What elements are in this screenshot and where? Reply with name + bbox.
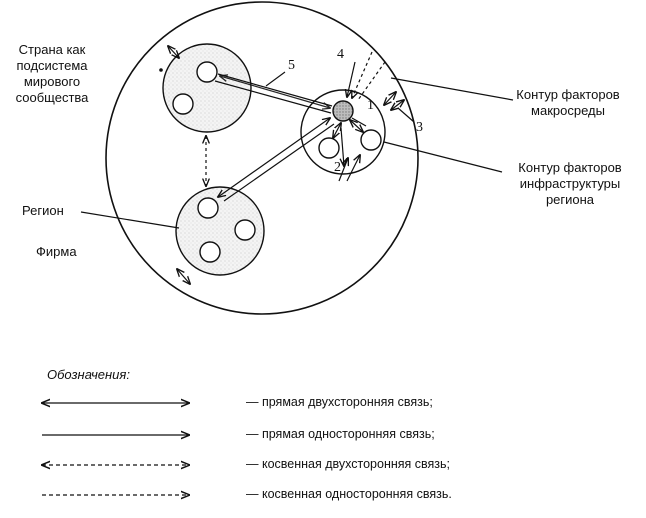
number-4: 4 — [337, 47, 344, 62]
firm-small-circle — [196, 61, 218, 83]
direct-link — [333, 123, 341, 138]
leader-line-5 — [265, 71, 286, 87]
direct-link — [384, 92, 396, 105]
firm-small-circle — [172, 93, 194, 115]
indirect-link — [357, 61, 386, 101]
direct-link — [391, 100, 404, 110]
direct-link — [347, 61, 356, 97]
country-circle — [162, 43, 252, 133]
firm-small-circle — [197, 197, 219, 219]
direct-link — [350, 120, 363, 132]
direct-link — [218, 118, 330, 197]
direct-link-parallel — [351, 117, 367, 127]
number-3: 3 — [416, 120, 423, 135]
central-firm-circle — [332, 100, 354, 122]
legend-title: Обозначения: — [47, 367, 130, 382]
leader-line-region — [80, 211, 180, 229]
number-2: 2 — [334, 160, 341, 175]
label-region: Регион — [22, 203, 64, 218]
outer-circle — [105, 1, 419, 315]
indirect-link — [352, 51, 373, 98]
direct-link — [168, 46, 179, 58]
legend-item: — косвенная двухсторонняя связь; — [246, 457, 450, 471]
leader-line-macro — [390, 77, 514, 101]
firm-small-circle — [234, 219, 256, 241]
leader-line — [397, 107, 415, 123]
number-5: 5 — [288, 58, 295, 73]
direct-link — [341, 127, 344, 166]
label-firm: Фирма — [36, 244, 77, 259]
label-infra: Контур факторов инфраструктуры региона — [518, 160, 622, 207]
leader-line-infra — [383, 141, 503, 173]
direct-link — [346, 155, 360, 182]
label-macro: Контур факторов макросреды — [516, 87, 620, 118]
legend-item: — прямая односторонняя связь; — [246, 427, 435, 441]
marker-dot — [159, 68, 163, 72]
number-1: 1 — [367, 98, 374, 113]
legend-item: — прямая двухсторонняя связь; — [246, 395, 433, 409]
label-country: Страна как подсистема мирового сообществ… — [15, 42, 89, 105]
connector-5 — [214, 73, 333, 114]
direct-link — [177, 269, 190, 284]
firm-small-circle — [360, 129, 382, 151]
firm-small-circle — [318, 137, 340, 159]
direct-link-parallel — [223, 123, 335, 202]
firm-small-circle — [199, 241, 221, 263]
legend-item: — косвенная односторонняя связь. — [246, 487, 452, 501]
